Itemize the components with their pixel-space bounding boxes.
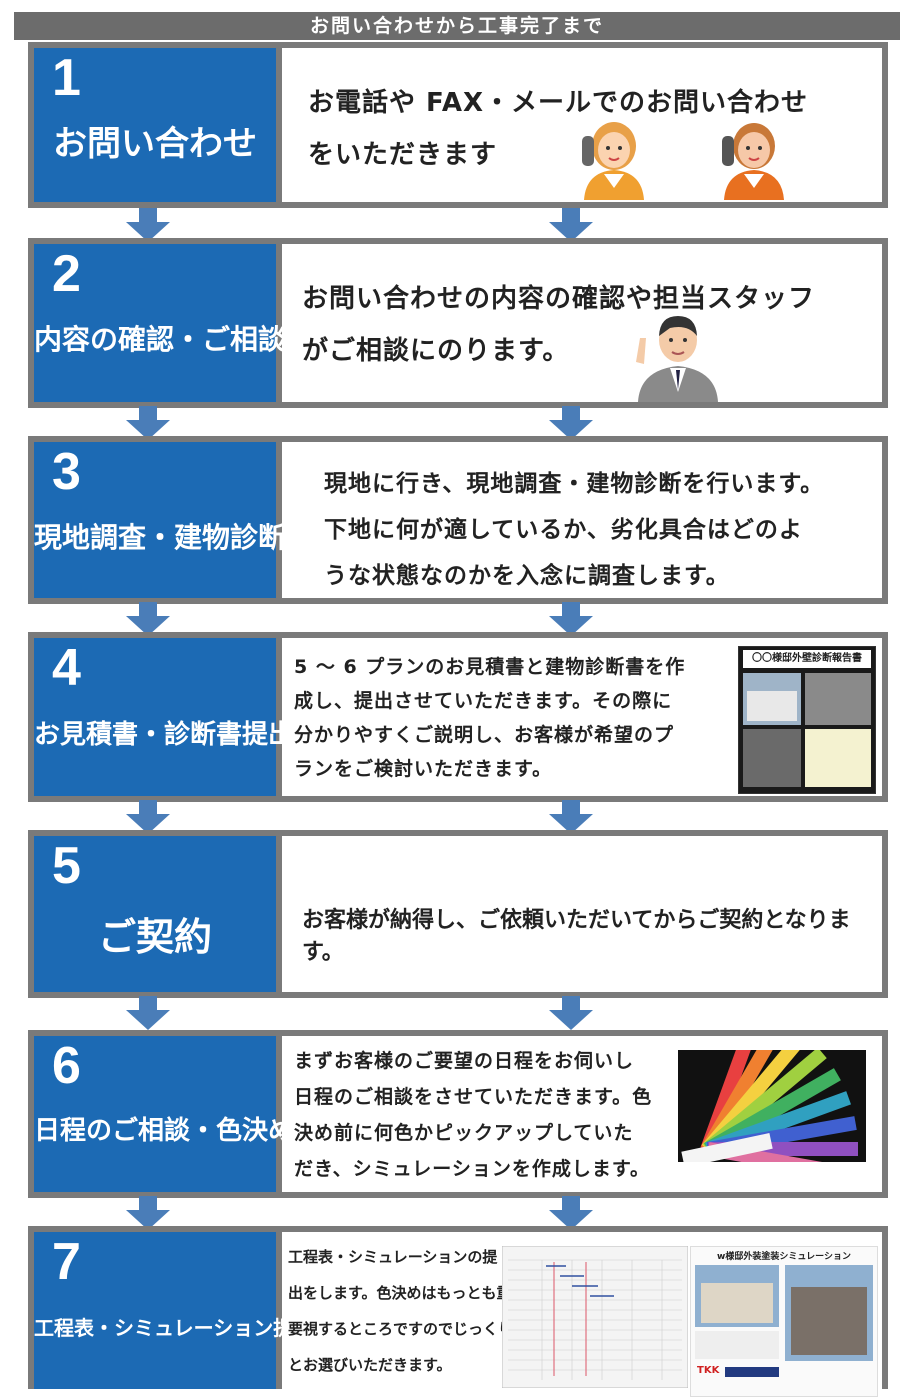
step-5-content: お客様が納得し、ご依頼いただいてからご契約となります。 xyxy=(282,836,882,992)
step-text-line: 決め前に何色かピックアップしていた xyxy=(294,1122,634,1144)
flow-arrow xyxy=(126,602,170,636)
woman-on-phone-figure xyxy=(582,122,644,200)
step-number: 4 xyxy=(52,639,81,697)
step-title: 日程のご相談・色決め xyxy=(34,1116,295,1146)
flow-arrow xyxy=(549,602,593,636)
staff-man-figure xyxy=(636,316,718,402)
step-3-label: 3 現地調査・建物診断 xyxy=(34,442,287,598)
step-title: 現地調査・建物診断 xyxy=(34,521,287,554)
step-4-content: 5 ～ 6 プランのお見積書と建物診断書を作 成し、提出させていただきます。その… xyxy=(282,638,882,796)
flow-arrow xyxy=(126,406,170,440)
step-7-label: 7 工程表・シミュレーション提出 xyxy=(34,1232,314,1389)
step-number: 2 xyxy=(52,245,81,303)
step-number: 5 xyxy=(52,837,81,895)
step-number: 3 xyxy=(52,443,81,501)
step-6-content: まずお客様のご要望の日程をお伺いし 日程のご相談をさせていただきます。色 決め前… xyxy=(282,1036,882,1192)
flow-arrow xyxy=(126,1196,170,1230)
step-6: 6 日程のご相談・色決め まずお客様のご要望の日程をお伺いし 日程のご相談をさせ… xyxy=(28,1030,888,1198)
report-title: 〇〇様邸外壁診断報告書 xyxy=(743,650,871,668)
step-5: 5 ご契約 お客様が納得し、ご依頼いただいてからご契約となります。 xyxy=(28,830,888,998)
step-text-line: 日程のご相談をさせていただきます。色 xyxy=(294,1086,653,1108)
flow-arrow xyxy=(549,1196,593,1230)
step-text-line: 現地に行き、現地調査・建物診断を行います。 xyxy=(324,471,825,497)
step-text-line: ランをご検討いただきます。 xyxy=(294,758,553,780)
step-2: 2 内容の確認・ご相談 お問い合わせの内容の確認や担当スタッフ がご相談にのりま… xyxy=(28,238,888,408)
step-1-label: 1 お問い合わせ xyxy=(34,48,276,202)
flow-arrow xyxy=(549,800,593,834)
step-2-content: お問い合わせの内容の確認や担当スタッフ がご相談にのります。 xyxy=(282,244,882,402)
step-6-label: 6 日程のご相談・色決め xyxy=(34,1036,295,1192)
diagnosis-report-image: 〇〇様邸外壁診断報告書 xyxy=(738,646,876,794)
step-number: 6 xyxy=(52,1037,81,1095)
company-logo: TKK xyxy=(697,1365,720,1376)
step-4: 4 お見積書・診断書提出 5 ～ 6 プランのお見積書と建物診断書を作 成し、提… xyxy=(28,632,888,802)
step-text-line: お問い合わせの内容の確認や担当スタッフ xyxy=(302,284,816,314)
step-5-label: 5 ご契約 xyxy=(34,836,276,992)
painting-simulation-image: w様邸外装塗装シミュレーション TKK xyxy=(690,1246,878,1397)
step-text-line: がご相談にのります。 xyxy=(302,336,570,366)
step-number: 7 xyxy=(52,1233,81,1291)
step-text-line: うな状態なのかを入念に調査します。 xyxy=(324,563,730,589)
step-text-line: 成し、提出させていただきます。その際に xyxy=(294,690,673,712)
step-7-content: 工程表・シミュレーションの提 出をします。色決めはもっとも重 要視するところです… xyxy=(282,1232,882,1397)
step-text-line: 要視するところですのでじっくり xyxy=(288,1320,514,1338)
schedule-sheet-image xyxy=(502,1246,688,1388)
flow-arrow xyxy=(126,208,170,242)
step-text-line: 工程表・シミュレーションの提 xyxy=(288,1248,498,1266)
step-text-line: お電話や FAX・メールでのお問い合わせ xyxy=(308,88,808,118)
step-text-line: 5 ～ 6 プランのお見積書と建物診断書を作 xyxy=(294,656,686,678)
step-number: 1 xyxy=(52,49,81,107)
step-4-label: 4 お見積書・診断書提出 xyxy=(34,638,295,796)
step-text-line: 出をします。色決めはもっとも重 xyxy=(288,1284,512,1302)
step-title: ご契約 xyxy=(97,915,212,959)
color-swatch-fan-image xyxy=(678,1050,866,1162)
step-3: 3 現地調査・建物診断 現地に行き、現地調査・建物診断を行います。 下地に何が適… xyxy=(28,436,888,604)
step-7: 7 工程表・シミュレーション提出 工程表・シミュレーションの提 出をします。色決… xyxy=(28,1226,888,1397)
woman-on-phone-figure xyxy=(722,123,784,200)
step-text-line: とお選びいただきます。 xyxy=(288,1356,452,1374)
step-text-line: 下地に何が適しているか、劣化具合はどのよ xyxy=(324,517,803,543)
step-2-label: 2 内容の確認・ご相談 xyxy=(34,244,287,402)
simulation-title: w様邸外装塗装シミュレーション xyxy=(717,1252,851,1262)
step-1: 1 お問い合わせ お電話や FAX・メールでのお問い合わせ をいただきます xyxy=(28,42,888,208)
flow-arrow xyxy=(549,208,593,242)
step-text-line: 分かりやすくご説明し、お客様が希望のプ xyxy=(294,724,675,746)
step-text-line: お客様が納得し、ご依頼いただいてからご契約となります。 xyxy=(302,908,851,965)
step-3-content: 現地に行き、現地調査・建物診断を行います。 下地に何が適しているか、劣化具合はど… xyxy=(282,442,882,598)
page-header: お問い合わせから工事完了まで xyxy=(14,12,900,40)
flow-arrow xyxy=(549,406,593,440)
flow-arrow xyxy=(126,996,170,1030)
step-title: 工程表・シミュレーション提出 xyxy=(34,1316,314,1340)
step-title: 内容の確認・ご相談 xyxy=(34,323,287,356)
step-title: お見積書・診断書提出 xyxy=(34,720,295,750)
step-title: お問い合わせ xyxy=(53,124,257,164)
step-text-line: をいただきます xyxy=(308,140,498,170)
flow-arrow xyxy=(126,800,170,834)
step-text-line: まずお客様のご要望の日程をお伺いし xyxy=(294,1050,635,1072)
step-text-line: だき、シミュレーションを作成します。 xyxy=(294,1158,651,1180)
flow-arrow xyxy=(549,996,593,1030)
step-1-content: お電話や FAX・メールでのお問い合わせ をいただきます xyxy=(282,48,882,202)
